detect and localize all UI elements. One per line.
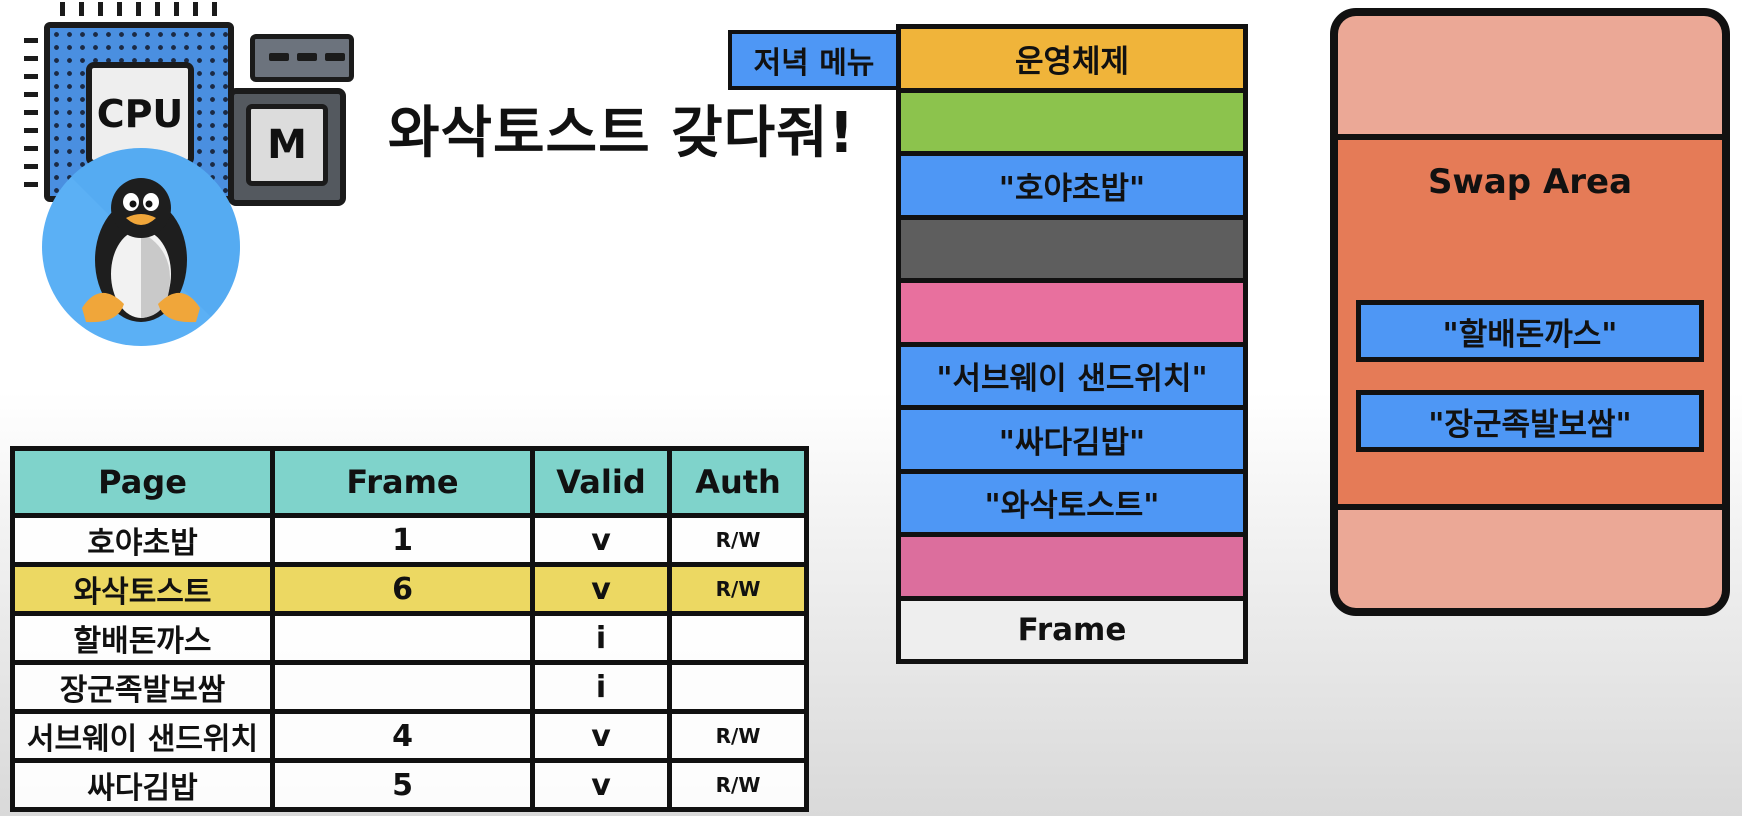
cell-frame	[270, 611, 535, 665]
memory-frame: 운영체제	[901, 29, 1243, 88]
cell-frame: 6	[270, 562, 535, 616]
headline: 와삭토스트 갖다줘!	[388, 101, 856, 166]
header-auth: Auth	[667, 446, 809, 518]
cpu-pin	[155, 2, 160, 16]
cpu-pin	[174, 2, 179, 16]
cpu-pin	[98, 2, 103, 16]
cell-valid: v	[530, 758, 672, 812]
swapped-page: "장군족발보쌈"	[1356, 390, 1704, 452]
cpu-pin	[79, 2, 84, 16]
cpu-pin	[24, 38, 38, 43]
cpu-pin	[24, 110, 38, 115]
dinner-menu-label: 저녁 메뉴	[728, 30, 896, 90]
memory-frame	[901, 92, 1243, 151]
cell-valid: i	[530, 660, 672, 714]
cpu-pin	[60, 2, 65, 16]
table-row: 장군족발보쌈 i	[10, 660, 809, 714]
swap-disk: Swap Area "할배돈까스" "장군족발보쌈"	[1330, 8, 1730, 616]
cpu-pins	[24, 2, 234, 202]
memory-frame: "싸다김밥"	[901, 410, 1243, 469]
header-valid: Valid	[530, 446, 672, 518]
cell-auth: R/W	[667, 709, 809, 763]
memory-label: M	[246, 104, 328, 186]
cell-auth: R/W	[667, 562, 809, 616]
cpu-pin	[136, 2, 141, 16]
memory-frame: "호야초밥"	[901, 156, 1243, 215]
cell-valid: i	[530, 611, 672, 665]
swap-area-label: Swap Area	[1427, 162, 1633, 202]
cpu-pin	[212, 2, 217, 16]
cell-frame	[270, 660, 535, 714]
cpu-pin	[24, 92, 38, 97]
swapped-page: "할배돈까스"	[1356, 300, 1704, 362]
memory-frame	[901, 283, 1243, 342]
cell-auth: R/W	[667, 513, 809, 567]
cpu-pin	[24, 56, 38, 61]
memory-frame: "와삭토스트"	[901, 473, 1243, 532]
ram-stick-icon	[250, 34, 354, 82]
cell-valid: v	[530, 513, 672, 567]
cell-auth	[667, 611, 809, 665]
memory-frame: Frame	[901, 600, 1243, 659]
table-row: 할배돈까스 i	[10, 611, 809, 665]
memory-frame	[901, 537, 1243, 596]
page-table-header: Page Frame Valid Auth	[10, 446, 809, 518]
cell-page: 할배돈까스	[10, 611, 275, 665]
cell-valid: v	[530, 562, 672, 616]
cpu-pin	[24, 128, 38, 133]
cell-page: 장군족발보쌈	[10, 660, 275, 714]
cpu-label: CPU	[86, 62, 194, 166]
cell-auth	[667, 660, 809, 714]
memory-frame: "서브웨이 샌드위치"	[901, 346, 1243, 405]
disk-top-section	[1338, 16, 1722, 134]
cell-valid: v	[530, 709, 672, 763]
cpu-pin	[24, 182, 38, 187]
cell-page: 싸다김밥	[10, 758, 275, 812]
cell-auth: R/W	[667, 758, 809, 812]
cell-page: 호야초밥	[10, 513, 275, 567]
cpu-pin	[24, 164, 38, 169]
cpu-pin	[24, 146, 38, 151]
cpu-pin	[24, 74, 38, 79]
header-frame: Frame	[270, 446, 535, 518]
header-page: Page	[10, 446, 275, 518]
physical-memory-frames: 운영체제 "호야초밥" "서브웨이 샌드위치""싸다김밥""와삭토스트" Frame	[896, 24, 1248, 664]
cpu-pin	[193, 2, 198, 16]
cell-frame: 4	[270, 709, 535, 763]
swap-area: Swap Area "할배돈까스" "장군족발보쌈"	[1338, 140, 1722, 504]
cpu-pin	[117, 2, 122, 16]
linux-penguin-icon	[42, 148, 240, 346]
cell-page: 서브웨이 샌드위치	[10, 709, 275, 763]
cell-page: 와삭토스트	[10, 562, 275, 616]
cell-frame: 1	[270, 513, 535, 567]
memory-frame	[901, 219, 1243, 278]
cell-frame: 5	[270, 758, 535, 812]
disk-bottom-section	[1338, 510, 1722, 608]
